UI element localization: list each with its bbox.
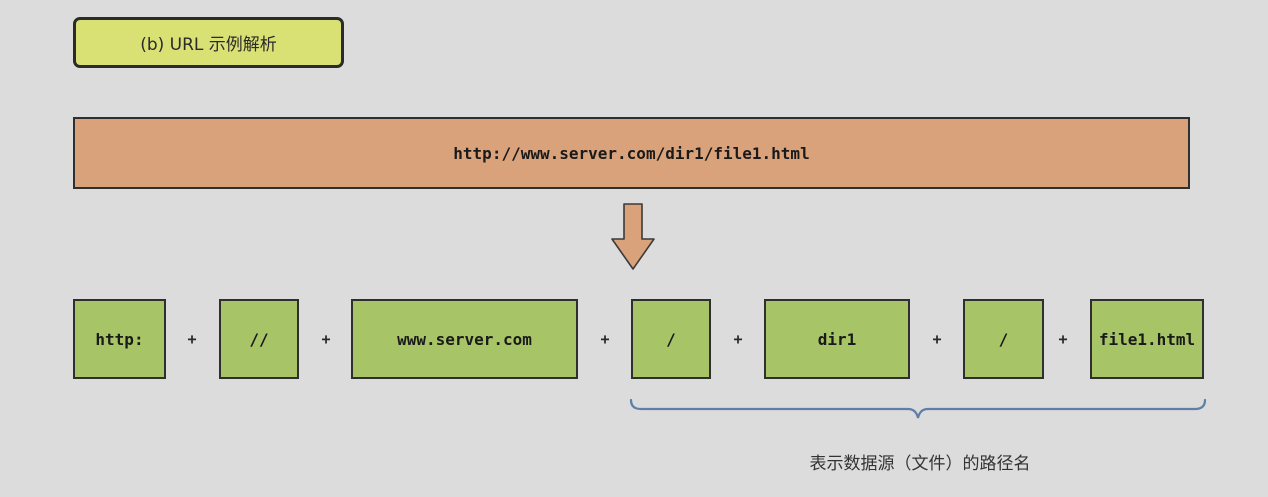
plus-sign: + [932, 330, 942, 348]
part-filename: file1.html [1090, 299, 1204, 379]
plus-sign: + [1058, 330, 1068, 348]
part-double-slash: // [219, 299, 299, 379]
part-slash-1: / [631, 299, 711, 379]
part-scheme: http: [73, 299, 166, 379]
part-slash-1-text: / [666, 329, 676, 349]
full-url-text: http://www.server.com/dir1/file1.html [453, 143, 810, 163]
down-arrow-icon [611, 203, 655, 270]
plus-sign: + [187, 330, 197, 348]
part-server: www.server.com [351, 299, 578, 379]
part-directory: dir1 [764, 299, 910, 379]
path-brace [629, 398, 1207, 419]
part-double-slash-text: // [249, 329, 269, 349]
part-scheme-text: http: [95, 329, 144, 349]
part-slash-2: / [963, 299, 1044, 379]
part-server-text: www.server.com [397, 329, 532, 349]
plus-sign: + [733, 330, 743, 348]
plus-sign: + [600, 330, 610, 348]
title-text: (b) URL 示例解析 [140, 35, 277, 55]
plus-sign: + [321, 330, 331, 348]
title-box: (b) URL 示例解析 [73, 17, 344, 68]
part-directory-text: dir1 [817, 329, 857, 349]
part-slash-2-text: / [998, 329, 1009, 349]
part-filename-text: file1.html [1098, 329, 1196, 349]
full-url-box: http://www.server.com/dir1/file1.html [73, 117, 1190, 189]
path-caption: 表示数据源（文件）的路径名 [809, 454, 1031, 474]
